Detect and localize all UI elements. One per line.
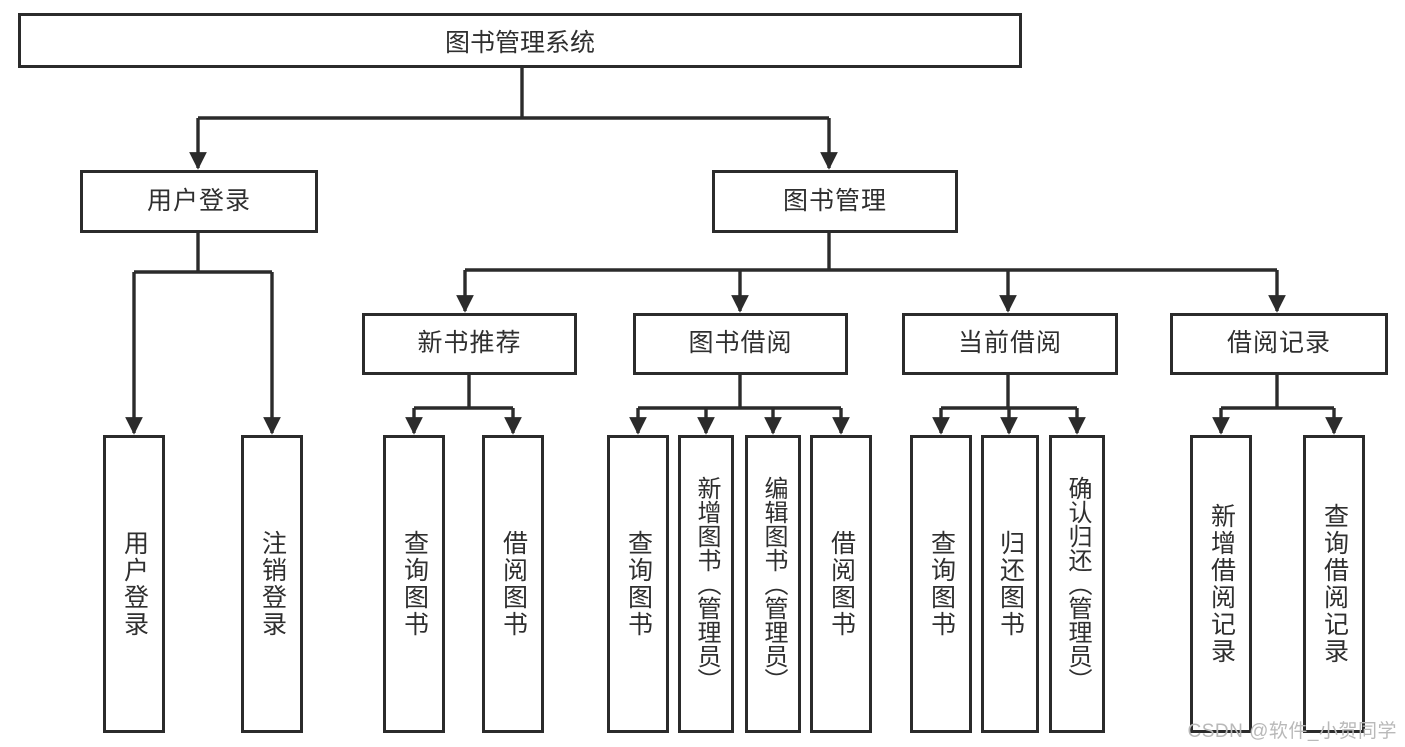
- leaf-query-book-1[interactable]: 查询图书: [383, 435, 445, 733]
- leaf-query-book-2[interactable]: 查询图书: [607, 435, 669, 733]
- leaf-return-book[interactable]: 归还图书: [981, 435, 1039, 733]
- leaf-borrow-book-1-label: 借阅图书: [499, 530, 528, 638]
- leaf-confirm-return-label: 确认归还（管理员）: [1063, 476, 1091, 692]
- node-new-book-recommend[interactable]: 新书推荐: [362, 313, 577, 375]
- leaf-user-login-label: 用户登录: [120, 530, 149, 638]
- watermark: CSDN @软件_小贺同学: [1187, 721, 1397, 742]
- node-user-login-label: 用户登录: [146, 186, 251, 215]
- leaf-logout[interactable]: 注销登录: [241, 435, 303, 733]
- leaf-return-book-label: 归还图书: [996, 530, 1025, 638]
- leaf-query-book-3[interactable]: 查询图书: [910, 435, 972, 733]
- leaf-edit-book[interactable]: 编辑图书（管理员）: [745, 435, 801, 733]
- node-root-label: 图书管理系统: [444, 28, 595, 57]
- node-current-borrow-label: 当前借阅: [957, 329, 1062, 358]
- node-borrow-record-label: 借阅记录: [1226, 329, 1331, 358]
- node-current-borrow[interactable]: 当前借阅: [902, 313, 1118, 375]
- leaf-edit-book-label: 编辑图书（管理员）: [759, 476, 787, 692]
- leaf-add-record-label: 新增借阅记录: [1207, 503, 1236, 665]
- node-book-manage-label: 图书管理: [782, 186, 887, 215]
- node-root[interactable]: 图书管理系统: [18, 13, 1022, 68]
- leaf-query-record-label: 查询借阅记录: [1320, 503, 1349, 665]
- leaf-user-login[interactable]: 用户登录: [103, 435, 165, 733]
- leaf-add-record[interactable]: 新增借阅记录: [1190, 435, 1252, 733]
- leaf-query-record[interactable]: 查询借阅记录: [1303, 435, 1365, 733]
- node-book-borrow-label: 图书借阅: [688, 329, 793, 358]
- leaf-borrow-book-2-label: 借阅图书: [827, 530, 856, 638]
- leaf-confirm-return[interactable]: 确认归还（管理员）: [1049, 435, 1105, 733]
- node-borrow-record[interactable]: 借阅记录: [1170, 313, 1388, 375]
- node-user-login[interactable]: 用户登录: [80, 170, 318, 233]
- leaf-logout-label: 注销登录: [258, 530, 287, 638]
- leaf-borrow-book-1[interactable]: 借阅图书: [482, 435, 544, 733]
- leaf-borrow-book-2[interactable]: 借阅图书: [810, 435, 872, 733]
- leaf-add-book-label: 新增图书（管理员）: [692, 476, 720, 692]
- leaf-add-book[interactable]: 新增图书（管理员）: [678, 435, 734, 733]
- node-book-manage[interactable]: 图书管理: [712, 170, 958, 233]
- leaf-query-book-3-label: 查询图书: [927, 530, 956, 638]
- node-new-book-recommend-label: 新书推荐: [417, 329, 522, 358]
- leaf-query-book-2-label: 查询图书: [624, 530, 653, 638]
- leaf-query-book-1-label: 查询图书: [400, 530, 429, 638]
- node-book-borrow[interactable]: 图书借阅: [633, 313, 848, 375]
